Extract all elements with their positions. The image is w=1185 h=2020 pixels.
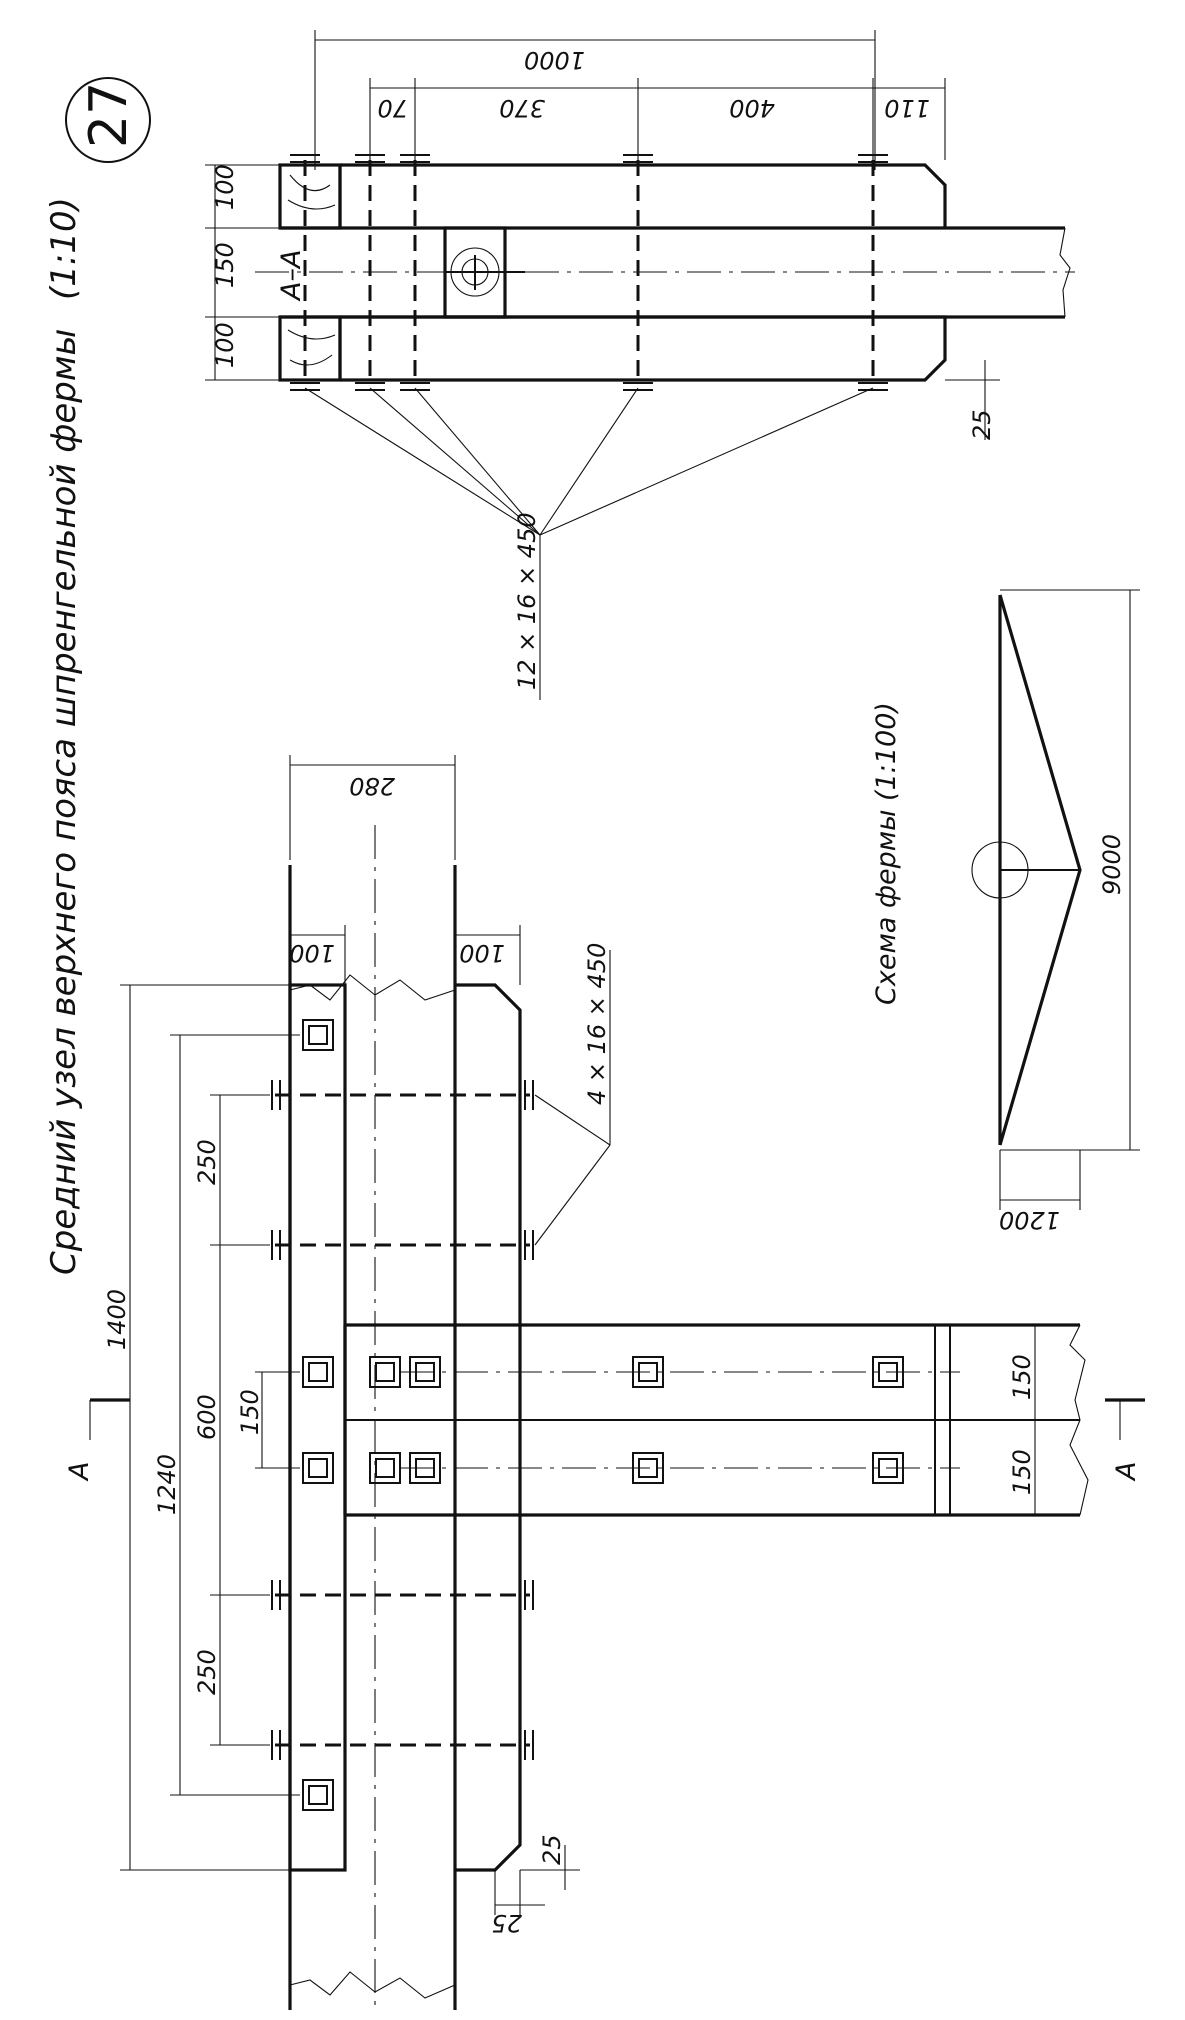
dim-150-spacing: 150 bbox=[236, 1389, 264, 1435]
dim-100-right: 100 bbox=[459, 939, 505, 967]
dim-1200: 1200 bbox=[999, 1206, 1060, 1234]
dim-150-b: 150 bbox=[1008, 1449, 1036, 1495]
dim-280: 280 bbox=[349, 772, 395, 800]
dim-100-left: 100 bbox=[289, 939, 335, 967]
dim-400: 400 bbox=[729, 94, 775, 122]
main-view: 280 100 100 bbox=[64, 755, 1145, 2010]
dim-9000: 9000 bbox=[1098, 834, 1126, 895]
drawing-title-scale: (1:10) bbox=[44, 197, 84, 300]
dim-25-a: 25 bbox=[538, 1834, 566, 1865]
sheet-number-circle bbox=[65, 77, 151, 163]
dim-25-section: 25 bbox=[968, 409, 996, 440]
drawing-title: Средний узел верхнего пояса шпренгельной… bbox=[44, 329, 84, 1275]
cut-marker-top: А bbox=[64, 1462, 95, 1482]
dim-110: 110 bbox=[884, 94, 930, 122]
cut-marker-bottom: А bbox=[1111, 1462, 1142, 1482]
dim-100-bottom: 100 bbox=[211, 322, 239, 368]
dim-250-bottom: 250 bbox=[193, 1649, 221, 1695]
title-block: Средний узел верхнего пояса шпренгельной… bbox=[44, 77, 151, 1275]
dim-600: 600 bbox=[193, 1394, 221, 1440]
bolt-heads-main bbox=[271, 1080, 534, 1760]
dim-150-a: 150 bbox=[1008, 1354, 1036, 1400]
dim-1000: 1000 bbox=[524, 46, 585, 74]
section-bolts-callout: 12 × 16 × 450 bbox=[513, 512, 541, 690]
scheme-label: Схема фермы (1:100) bbox=[871, 702, 902, 1005]
truss-scheme: Схема фермы (1:100) 9000 1200 bbox=[871, 589, 1140, 1234]
dim-70: 70 bbox=[377, 94, 408, 122]
dim-1400: 1400 bbox=[103, 1289, 131, 1350]
dim-250-top: 250 bbox=[193, 1139, 221, 1185]
dim-25-b: 25 bbox=[491, 1909, 522, 1937]
bolt-heads-section bbox=[290, 154, 888, 391]
section-a-a: А–А 1000 70 370 400 110 100 150 100 bbox=[205, 30, 1075, 700]
dim-100-top: 100 bbox=[211, 164, 239, 210]
dim-1240: 1240 bbox=[153, 1454, 181, 1515]
dim-150: 150 bbox=[211, 242, 239, 288]
section-label: А–А bbox=[276, 250, 307, 302]
main-bolts-callout: 4 × 16 × 450 bbox=[583, 943, 611, 1105]
dim-370: 370 bbox=[499, 94, 545, 122]
washers bbox=[302, 1019, 904, 1811]
sheet-number: 27 bbox=[79, 82, 139, 148]
